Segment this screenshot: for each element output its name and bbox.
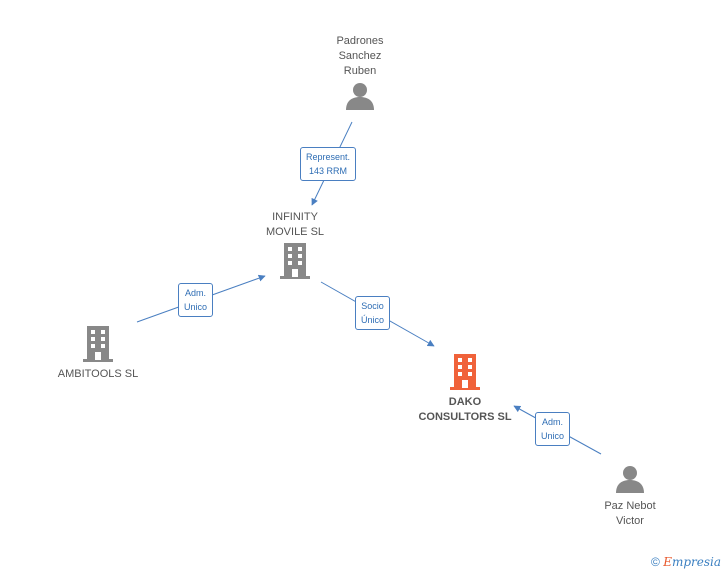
- node-ambitools-label: AMBITOOLS SL: [57, 368, 139, 380]
- edge-adm2-label[interactable]: Adm. Unico: [535, 412, 571, 446]
- copyright-icon: ©: [651, 555, 660, 569]
- node-dako-label: DAKO CONSULTORS SL: [418, 396, 512, 423]
- node-ambitools[interactable]: AMBITOOLS SL: [48, 326, 148, 382]
- person-icon: [346, 83, 374, 110]
- node-infinity[interactable]: INFINITY MOVILE SL: [245, 210, 345, 284]
- edge-socio-label[interactable]: Socio Único: [355, 296, 391, 330]
- building-icon: [83, 326, 113, 362]
- edge-represent-label[interactable]: Represent. 143 RRM: [300, 147, 357, 181]
- node-dako[interactable]: DAKO CONSULTORS SL: [405, 354, 525, 425]
- node-padrones[interactable]: Padrones Sanchez Ruben: [310, 34, 410, 116]
- node-infinity-label: INFINITY MOVILE SL: [265, 211, 325, 238]
- building-icon: [450, 354, 480, 390]
- footer-brand: © Empresia: [651, 555, 721, 569]
- node-padrones-label: Padrones Sanchez Ruben: [336, 35, 384, 77]
- node-paz-label: Paz Nebot Victor: [604, 500, 656, 527]
- building-icon: [280, 243, 310, 279]
- person-icon: [616, 466, 644, 493]
- edge-adm1-label[interactable]: Adm. Unico: [178, 283, 214, 317]
- brand-logo: Empresia: [663, 555, 722, 569]
- node-paz[interactable]: Paz Nebot Victor: [580, 464, 680, 529]
